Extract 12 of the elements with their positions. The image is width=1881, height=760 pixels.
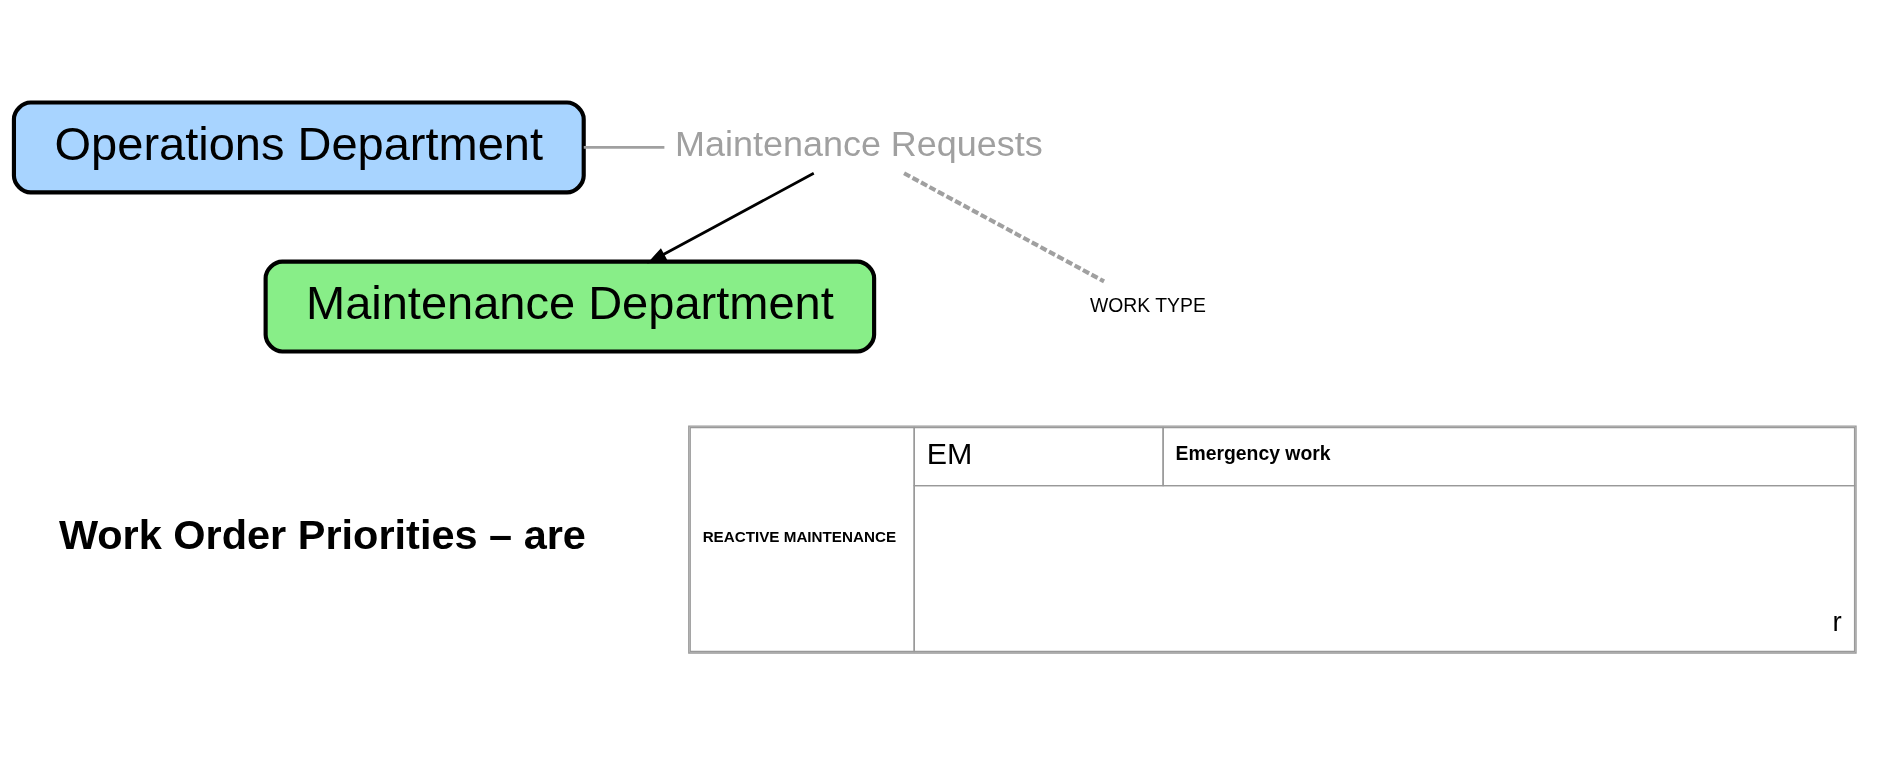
node-box: Operations Department (11, 99, 586, 194)
label: EM (926, 435, 973, 470)
node-box: Maintenance Department (263, 259, 877, 354)
label: REACTIVE MAINTENANCE (702, 527, 897, 545)
connector (583, 145, 665, 149)
node-text: Maintenance Requests (675, 122, 1043, 164)
connector (903, 170, 1106, 283)
node-text: WORK TYPE (1090, 293, 1206, 316)
label: r (1832, 605, 1842, 637)
arrow (647, 171, 815, 263)
label: Emergency work (1175, 441, 1331, 464)
label: Work Order Priorities – are (58, 510, 586, 558)
